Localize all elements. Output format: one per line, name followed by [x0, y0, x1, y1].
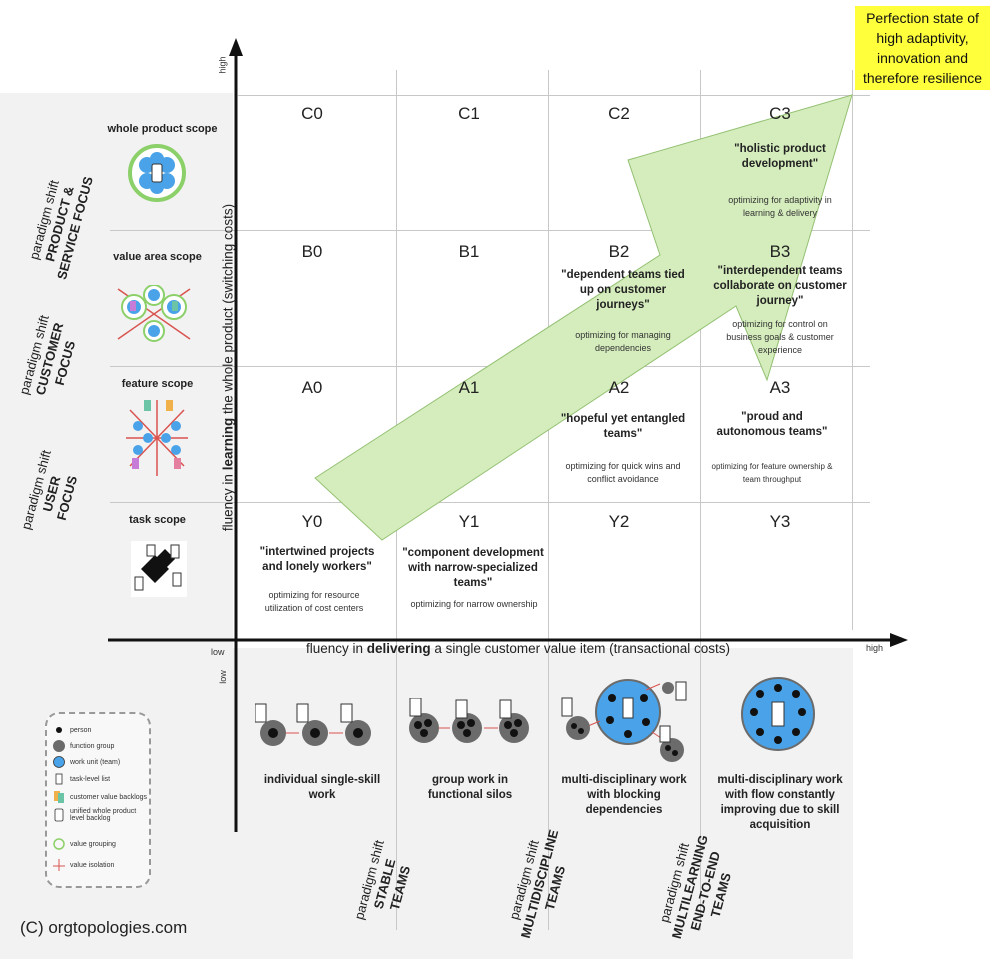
feature-scope-icon	[126, 400, 188, 476]
grid-line	[110, 502, 870, 503]
scope-label-task: task scope	[129, 514, 186, 526]
x-axis-label: fluency in delivering a single customer …	[306, 641, 730, 656]
cell-Y0-title: "intertwined projects and lonely workers…	[259, 546, 375, 573]
whole-product-scope-icon	[128, 144, 186, 202]
y-axis-label-bold: learning	[220, 417, 236, 471]
x-axis-label-bold: delivering	[366, 641, 431, 656]
value-grouping-icon	[53, 838, 65, 850]
cell-A0-code: A0	[301, 378, 323, 397]
perfection-state-note: Perfection state of high adaptivity, inn…	[855, 6, 990, 90]
bottom-label-flow: multi-disciplinary work with flow consta…	[717, 774, 843, 831]
cell-A1-code: A1	[458, 378, 480, 397]
cell-C3-title: "holistic product development"	[734, 143, 826, 170]
legend: person function group work unit (team) t…	[45, 712, 151, 888]
grid-line	[110, 230, 870, 231]
cell-C3-code: C3	[769, 104, 791, 123]
bottom-label-functional-silos: group work in functional silos	[427, 774, 513, 801]
cell-Y1-title: "component development with narrow-speci…	[402, 547, 544, 589]
grid-line	[852, 70, 853, 630]
x-axis-low: low	[211, 647, 225, 657]
legend-label: value isolation	[70, 861, 115, 869]
customer-backlog-icon	[54, 791, 64, 803]
cell-B2-code: B2	[608, 242, 630, 261]
cell-Y3-code: Y3	[769, 512, 791, 531]
scope-label-feature: feature scope	[121, 378, 194, 390]
legend-label: task-level list	[70, 775, 111, 783]
flow-team-icon	[741, 677, 815, 751]
grid-line	[238, 95, 870, 96]
legend-label: customer value backlogs	[70, 793, 148, 801]
legend-item: value isolation	[53, 859, 114, 871]
cell-Y0-optimization: optimizing for resource utilization of c…	[264, 590, 364, 613]
cell-B3-code: B3	[769, 242, 791, 261]
cell-B2-title: "dependent teams tied up on customer jou…	[561, 269, 685, 311]
functional-silos-icon	[409, 698, 529, 743]
cell-C0-code: C0	[301, 104, 323, 123]
legend-item: person	[53, 724, 91, 736]
legend-label: value grouping	[70, 840, 116, 848]
legend-label: work unit (team)	[70, 758, 121, 766]
legend-item: value grouping	[53, 838, 116, 850]
legend-label: function group	[70, 742, 115, 750]
x-axis-high: high	[866, 643, 884, 653]
bottom-label-individual: individual single-skill work	[263, 774, 381, 801]
grid-line	[700, 70, 701, 930]
y-axis-label-post: the whole product (switching costs)	[220, 203, 236, 418]
legend-label: person	[70, 726, 92, 734]
function-group-icon	[53, 740, 65, 752]
cell-B3-title: "interdependent teams collaborate on cus…	[713, 265, 847, 307]
cell-B1-code: B1	[458, 242, 480, 261]
task-list-icon	[55, 773, 63, 785]
product-backlog-icon	[54, 808, 64, 822]
value-area-scope-icon	[117, 285, 191, 342]
work-unit-icon	[53, 756, 65, 768]
person-icon	[56, 727, 62, 733]
cell-B2-optimization: optimizing for managing dependencies	[575, 330, 671, 353]
cell-C3-optimization: optimizing for adaptivity in learning & …	[728, 195, 832, 218]
individual-work-icon	[255, 703, 371, 746]
cell-C1-code: C1	[458, 104, 480, 123]
cell-Y1-optimization: optimizing for narrow ownership	[410, 599, 538, 609]
y-axis-label-pre: fluency in	[220, 470, 236, 532]
cell-Y0-code: Y0	[301, 512, 323, 531]
grid-line	[548, 70, 549, 930]
legend-label: unified whole product level backlog	[70, 808, 137, 822]
x-axis-label-post: a single customer value item (transactio…	[430, 641, 730, 656]
bottom-label-blocking: multi-disciplinary work with blocking de…	[561, 774, 687, 816]
copyright-credit: (C) orgtopologies.com	[20, 918, 188, 937]
cell-A3-optimization: optimizing for feature ownership & team …	[711, 462, 833, 484]
legend-item: customer value backlogs	[53, 790, 147, 804]
cell-A2-code: A2	[608, 378, 630, 397]
value-isolation-icon	[53, 859, 65, 871]
cell-A2-title: "hopeful yet entangled teams"	[560, 413, 686, 440]
x-axis-label-pre: fluency in	[306, 641, 367, 656]
cell-Y2-code: Y2	[608, 512, 630, 531]
task-scope-icon	[131, 541, 187, 597]
cell-B0-code: B0	[301, 242, 323, 261]
cell-A2-optimization: optimizing for quick wins and conflict a…	[565, 461, 681, 484]
y-axis-high: high	[217, 56, 228, 74]
cell-A3-title: "proud and autonomous teams"	[716, 411, 828, 438]
legend-item: function group	[53, 740, 114, 752]
legend-item: work unit (team)	[53, 756, 120, 768]
y-axis-label: fluency in learning the whole product (s…	[221, 178, 236, 558]
cell-C2-code: C2	[608, 104, 630, 123]
legend-item: unified whole product level backlog	[53, 808, 145, 822]
legend-item: task-level list	[53, 773, 110, 785]
scope-label-value-area: value area scope	[113, 251, 202, 263]
cell-A3-code: A3	[769, 378, 791, 397]
blocking-dependencies-icon	[561, 679, 687, 762]
cell-B3-optimization: optimizing for control on business goals…	[726, 319, 834, 355]
scope-label-whole-product: whole product scope	[107, 123, 218, 135]
y-axis-low: low	[217, 670, 228, 684]
cell-Y1-code: Y1	[458, 512, 480, 531]
